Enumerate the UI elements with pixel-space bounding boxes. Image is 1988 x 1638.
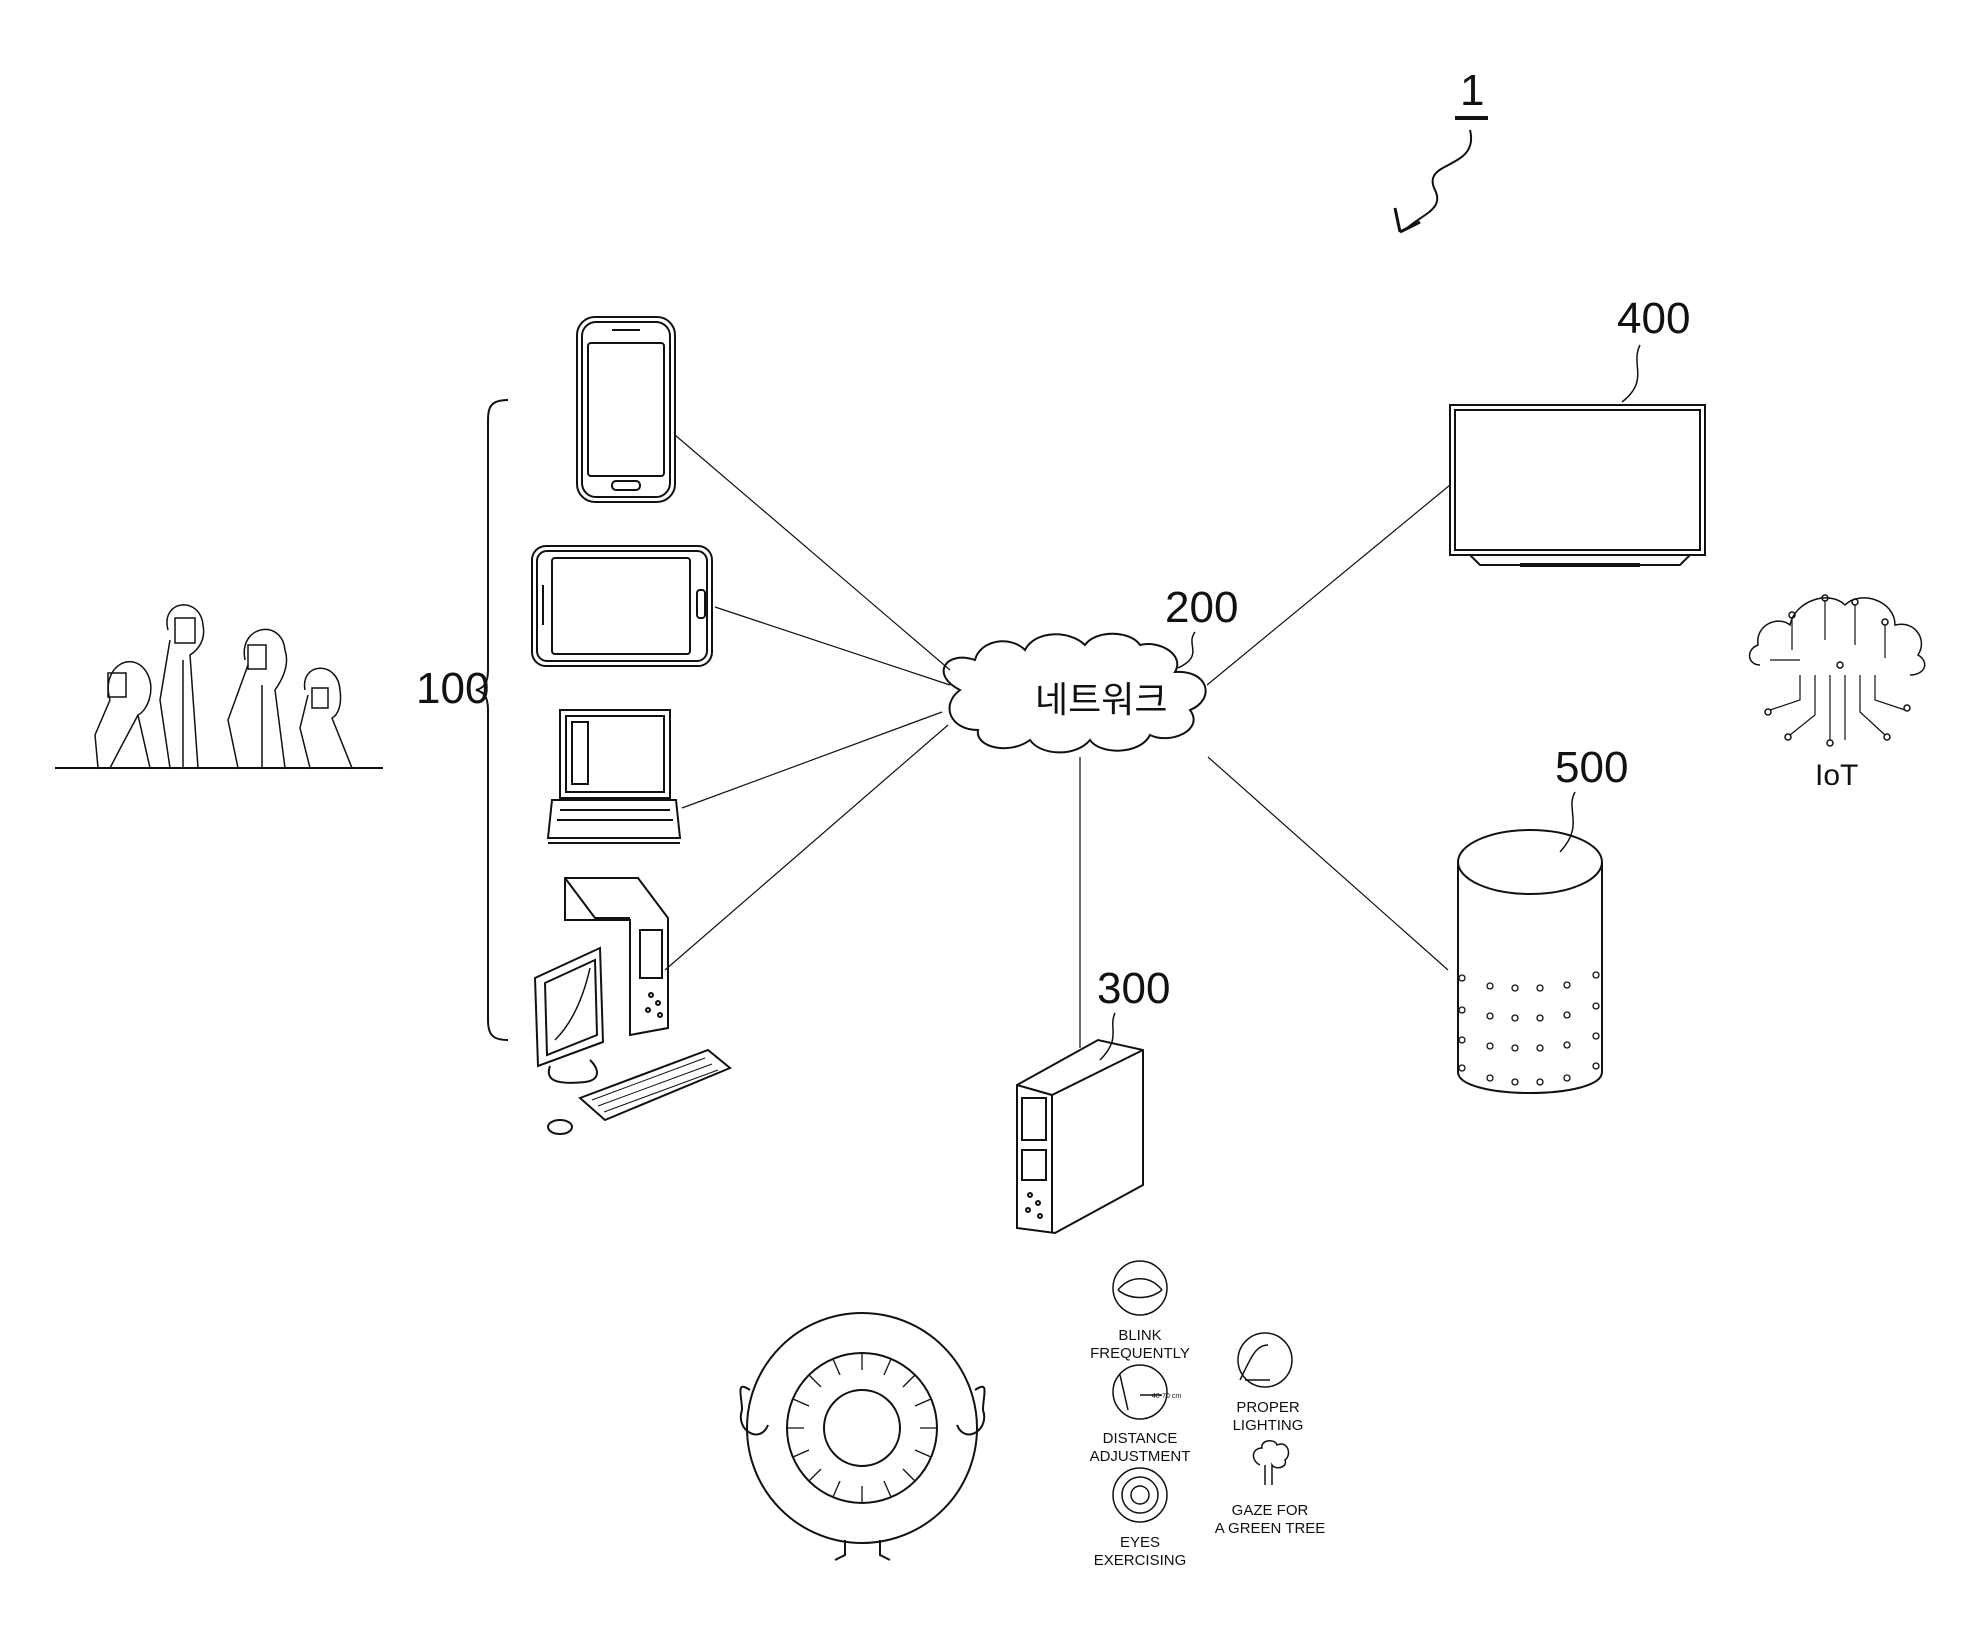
tip-blink-line2: FREQUENTLY [1090, 1345, 1190, 1362]
tip-blink-line1: BLINK [1118, 1327, 1161, 1344]
figure-ref-1: 1 [1393, 66, 1488, 234]
tip-exercise-line2: EXERCISING [1094, 1552, 1187, 1569]
tip-lighting-icon [1237, 1332, 1293, 1388]
speaker-device-icon: 500 [1457, 743, 1628, 1094]
iot-cloud-icon: IoT [1748, 594, 1926, 792]
network-cloud: 네트워크 200 [942, 583, 1238, 754]
tip-blink-icon [1112, 1260, 1168, 1316]
server-icon: 300 [1016, 964, 1170, 1235]
tip-tree-line2: A GREEN TREE [1215, 1520, 1326, 1537]
desktop-computer-icon [533, 877, 732, 1135]
speaker-device-ref: 500 [1555, 743, 1628, 792]
tablet-icon [531, 545, 713, 667]
iot-label: IoT [1815, 759, 1858, 792]
tip-tree-icon [1252, 1440, 1290, 1485]
eye-character-illustration [739, 1312, 986, 1561]
tip-captions: BLINK FREQUENTLY DISTANCE ADJUSTMENT EYE… [1090, 1327, 1326, 1569]
distance-marker: 40-70 cm [1152, 1393, 1181, 1400]
tip-distance-line1: DISTANCE [1103, 1430, 1178, 1447]
user-devices-ref: 100 [416, 664, 489, 713]
tip-distance-icon [1112, 1364, 1168, 1420]
connection-lines [664, 434, 1451, 1048]
device-users-illustration [55, 604, 383, 769]
tip-lighting-line1: PROPER [1236, 1399, 1300, 1416]
tip-exercise-icon [1112, 1467, 1168, 1523]
display-device-icon: 400 [1449, 294, 1706, 567]
network-ref: 200 [1165, 583, 1238, 632]
network-label: 네트워크 [1035, 679, 1167, 720]
figure-number: 1 [1460, 66, 1484, 115]
pointer-arrow-curve [1404, 129, 1473, 231]
server-ref: 300 [1097, 964, 1170, 1013]
laptop-icon [546, 709, 682, 844]
tip-tree-line1: GAZE FOR [1232, 1502, 1309, 1519]
smartphone-icon [576, 316, 676, 503]
tip-exercise-line1: EYES [1120, 1534, 1160, 1551]
tip-lighting-line2: LIGHTING [1233, 1417, 1304, 1434]
user-device-group: 100 [416, 399, 509, 1041]
pointer-arrowhead [1393, 207, 1421, 234]
tip-distance-line2: ADJUSTMENT [1090, 1448, 1191, 1465]
display-device-ref: 400 [1617, 294, 1690, 343]
